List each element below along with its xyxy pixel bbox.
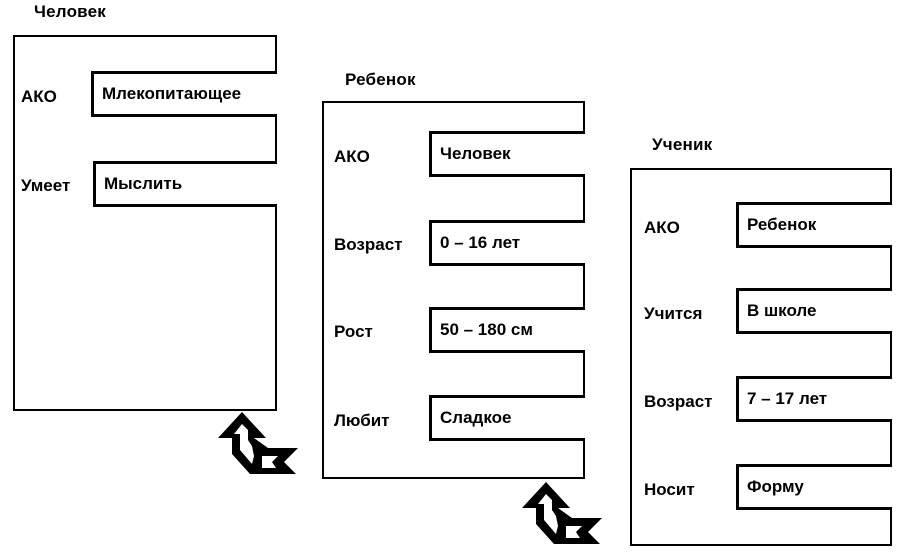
slot-value: В школе <box>736 288 892 334</box>
slot-label: Носит <box>644 480 695 499</box>
inheritance-arrow-icon <box>218 412 298 474</box>
slot-value: 7 – 17 лет <box>736 376 892 422</box>
slot-value: Ребенок <box>736 202 892 248</box>
slot-value: 0 – 16 лет <box>429 220 585 266</box>
frame-rebenok: АКО Человек Возраст 0 – 16 лет Рост 50 –… <box>322 101 585 479</box>
slot-label: АКО <box>21 87 57 106</box>
slot-label: Умеет <box>21 176 71 195</box>
frame-title-chelovek: Человек <box>34 2 106 21</box>
slot-value: Сладкое <box>429 395 585 441</box>
slot-label: Учится <box>644 304 703 323</box>
slot-value: 50 – 180 см <box>429 307 585 353</box>
inheritance-arrow-icon <box>522 482 602 544</box>
slot-label: Возраст <box>644 392 713 411</box>
frame-title-uchenik: Ученик <box>652 135 713 154</box>
frame-chelovek: АКО Млекопитающее Умеет Мыслить <box>13 35 277 411</box>
slot-label: Рост <box>334 322 373 341</box>
slot-label: АКО <box>644 218 680 237</box>
slot-value: Человек <box>429 131 585 177</box>
slot-value: Мыслить <box>93 161 277 207</box>
slot-label: АКО <box>334 147 370 166</box>
slot-value: Форму <box>736 464 892 510</box>
slot-label: Возраст <box>334 235 403 254</box>
frame-title-rebenok: Ребенок <box>345 70 416 89</box>
slot-label: Любит <box>334 411 390 430</box>
slot-value: Млекопитающее <box>91 71 277 117</box>
frame-uchenik: АКО Ребенок Учится В школе Возраст 7 – 1… <box>630 168 892 546</box>
